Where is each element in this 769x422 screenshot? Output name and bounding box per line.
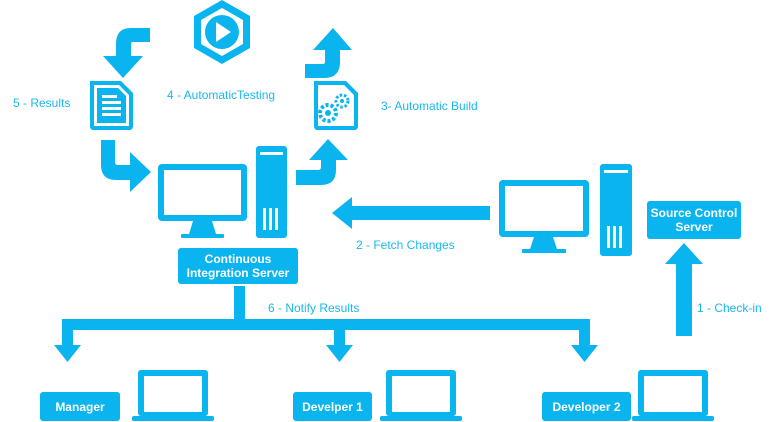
manager-laptop-icon <box>132 370 214 421</box>
label-results: 5 - Results <box>13 96 71 110</box>
arrow-fetch-changes <box>332 197 490 229</box>
ci-server-label-line1: Continuous <box>204 252 272 266</box>
developer-2-laptop-icon <box>632 370 714 421</box>
arrow-check-in <box>665 243 703 336</box>
source-control-box: Source Control Server <box>647 201 741 239</box>
label-notify-results: 6 - Notify Results <box>268 301 360 315</box>
label-check-in: 1 - Check-in <box>697 301 762 315</box>
label-fetch-changes: 2 - Fetch Changes <box>356 238 455 252</box>
play-hexagon-icon <box>194 0 250 64</box>
gears-document-icon <box>314 81 358 130</box>
label-automatic-build: 3- Automatic Build <box>381 99 478 113</box>
arrow-to-results <box>103 28 150 78</box>
arrow-to-testing <box>305 28 352 78</box>
arrow-ci-to-build <box>296 139 348 185</box>
notify-tree <box>54 286 598 362</box>
developer-2-box: Developer 2 <box>542 392 631 421</box>
developer-1-laptop-icon <box>380 370 462 421</box>
ci-server-box: Continuous Integration Server <box>178 248 298 284</box>
developer-1-box: Develper 1 <box>293 392 372 421</box>
document-icon <box>90 81 133 130</box>
source-desktop-tower-icon <box>499 164 632 256</box>
manager-box: Manager <box>40 392 120 421</box>
arrow-results-to-ci <box>101 140 151 192</box>
source-control-label-line1: Source Control <box>650 206 738 220</box>
source-control-label-line2: Server <box>675 220 713 234</box>
ci-server-label-line2: Integration Server <box>186 266 290 280</box>
label-automatic-testing: 4 - AutomaticTesting <box>167 88 276 102</box>
ci-desktop-tower-icon <box>158 146 287 238</box>
